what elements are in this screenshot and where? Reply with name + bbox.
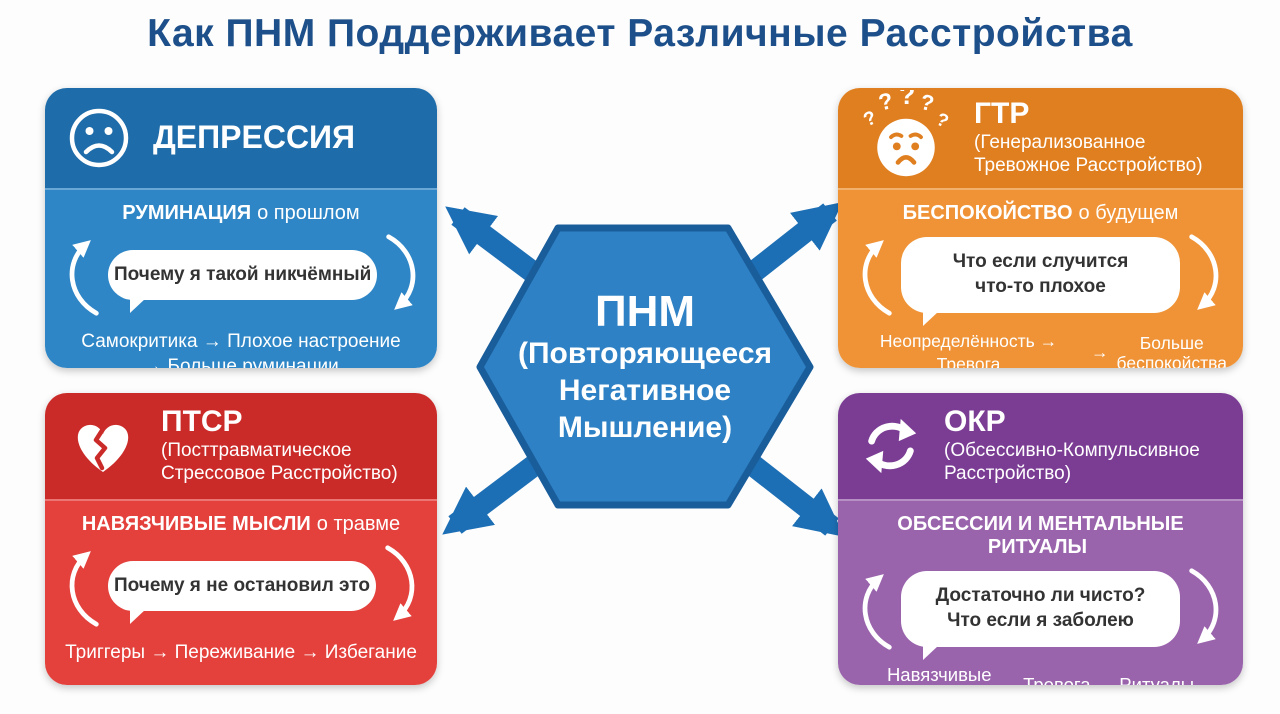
card-gad: ? ? ? ? ? ГТР (Генерализованное Тр	[838, 88, 1243, 368]
process-heading-rest: о будущем	[1078, 202, 1179, 224]
thought-bubble-row: Достаточно ли чисто? Что если я заболею	[854, 565, 1227, 661]
thought-text: Достаточно ли чисто?	[935, 585, 1146, 607]
cycle-chain-stack-line: Больше	[1139, 332, 1204, 353]
card-subtitle-line: (Посттравматическое	[161, 440, 352, 462]
cycle-chain-text: Неопределённость → Тревога	[879, 331, 1058, 368]
cycle-arrow-right-icon	[1189, 568, 1219, 644]
cycle-arrow-left-icon	[69, 551, 99, 627]
cycle-chain-stack: Навязчивые сомнения	[887, 664, 992, 685]
card-subtitle: (Обсессивно-Компульсивное Расстройство)	[944, 440, 1200, 486]
card-subtitle-line: Расстройство)	[944, 463, 1072, 485]
cycle-arrow-left-icon	[862, 574, 892, 650]
thought-bubble: Почему я не остановил это	[108, 560, 376, 624]
process-heading-bold: НАВЯЗЧИВЫЕ МЫСЛИ	[81, 513, 311, 535]
worried-face-icon: ? ? ? ? ?	[860, 90, 952, 182]
cycle-chain-stack: Больше беспокойства	[1117, 333, 1227, 368]
cycle-chain-text: → Тревога → Ритуалы	[999, 674, 1195, 685]
thought-text: что-то плохое	[975, 276, 1106, 297]
cycle-icon	[860, 415, 922, 477]
card-gad-heading: ГТР (Генерализованное Тревожное Расстрой…	[974, 98, 1203, 178]
svg-text:?: ?	[876, 90, 895, 116]
thought-bubble: Достаточно ли чисто? Что если я заболею	[901, 571, 1180, 661]
thought-bubble: Что если случится что-то плохое	[901, 237, 1180, 327]
cycle-chain: Неопределённость → Тревога → Больше бесп…	[854, 330, 1227, 368]
card-subtitle-line: Тревожное Расстройство)	[974, 155, 1203, 177]
card-title: ГТР	[974, 96, 1030, 130]
cycle-chain: Самокритика → Плохое настроение → Больше…	[61, 330, 421, 368]
hexagon-line: Негативное	[558, 373, 732, 407]
process-heading: ОБСЕССИИ И МЕНТАЛЬНЫЕ РИТУАЛЫ	[854, 513, 1227, 559]
cycle-chain: Навязчивые сомнения → Тревога → Ритуалы	[854, 664, 1227, 685]
hexagon-label: ПНМ (Повторяющееся Негативное Мышление)	[460, 287, 830, 446]
hexagon-line: Мышление)	[557, 410, 733, 444]
hexagon-shape	[476, 224, 814, 509]
card-subtitle-line: Стрессовое Расстройство)	[161, 463, 398, 485]
svg-text:?: ?	[918, 90, 936, 116]
cycle-arrow-right-icon	[1189, 234, 1219, 310]
cycle-chain-line: → Больше руминации	[143, 355, 339, 368]
card-subtitle: (Генерализованное Тревожное Расстройство…	[974, 132, 1203, 178]
cycle-chain: Триггеры → Переживание → Избегание	[61, 641, 421, 666]
card-title: ДЕПРЕССИЯ	[153, 119, 356, 156]
card-ocd-heading: ОКР (Обсессивно-Компульсивное Расстройст…	[944, 406, 1200, 486]
thought-text: Что если случится	[952, 251, 1129, 273]
cycle-arrow-left-icon	[862, 240, 892, 316]
svg-text:?: ?	[860, 107, 880, 132]
cycle-arrow-right-icon	[386, 234, 416, 310]
card-subtitle-line: (Генерализованное	[974, 132, 1146, 154]
cycle-chain-stack-line: беспокойства	[1116, 352, 1227, 368]
thought-bubble-row: Почему я не остановил это	[61, 542, 421, 630]
card-subtitle: (Посттравматическое Стрессовое Расстройс…	[161, 440, 398, 486]
thought-bubble: Почему я такой никчёмный	[108, 249, 378, 313]
thought-text: Что если я заболею	[947, 610, 1134, 631]
process-heading-bold: РУМИНАЦИЯ	[122, 202, 252, 224]
page-title: Как ПНМ Поддерживает Различные Расстройс…	[147, 12, 1133, 55]
card-ocd-body: ОБСЕССИИ И МЕНТАЛЬНЫЕ РИТУАЛЫ Достаточно…	[838, 499, 1243, 685]
hexagon-line: (Повторяющееся	[517, 337, 773, 371]
card-ptsd-header: ПТСР (Посттравматическое Стрессовое Расс…	[45, 393, 437, 499]
thought-bubble-row: Что если случится что-то плохое	[854, 231, 1227, 327]
process-heading-rest: о травме	[316, 513, 401, 535]
card-gad-header: ? ? ? ? ? ГТР (Генерализованное Тр	[838, 88, 1243, 188]
card-subtitle-line: (Обсессивно-Компульсивное	[944, 440, 1200, 462]
thought-bubble-row: Почему я такой никчёмный	[61, 231, 421, 319]
svg-text:?: ?	[899, 90, 915, 110]
hexagon-and-arrows-diagram	[442, 202, 845, 537]
card-title: ОКР	[944, 404, 1006, 438]
card-ptsd: ПТСР (Посттравматическое Стрессовое Расс…	[45, 393, 437, 685]
thought-text: Почему я такой никчёмный	[114, 263, 372, 285]
card-depression-heading: ДЕПРЕССИЯ	[153, 121, 355, 155]
cycle-arrow-left-icon	[69, 240, 99, 316]
process-heading-bold: БЕСПОКОЙСТВО	[902, 202, 1073, 224]
cycle-arrow-right-icon	[385, 545, 415, 621]
process-heading-bold: ОБСЕССИИ И МЕНТАЛЬНЫЕ РИТУАЛЫ	[897, 513, 1184, 558]
card-ptsd-heading: ПТСР (Посттравматическое Стрессовое Расс…	[161, 406, 398, 486]
card-ocd: ОКР (Обсессивно-Компульсивное Расстройст…	[838, 393, 1243, 685]
card-ocd-header: ОКР (Обсессивно-Компульсивное Расстройст…	[838, 393, 1243, 499]
cycle-chain-arrow: →	[1091, 342, 1109, 363]
card-depression-header: ДЕПРЕССИЯ	[45, 88, 437, 188]
sad-face-icon	[67, 106, 131, 170]
broken-heart-icon	[67, 413, 139, 479]
process-heading-rest: о прошлом	[257, 202, 360, 224]
cycle-chain-line: Самокритика → Плохое настроение	[81, 331, 401, 352]
cycle-chain-stack-line: Навязчивые	[886, 664, 992, 685]
card-title: ПТСР	[161, 404, 243, 438]
thought-text: Почему я не остановил это	[114, 574, 370, 596]
cycle-chain-line: Триггеры → Переживание → Избегание	[65, 642, 417, 663]
svg-text:?: ?	[933, 108, 952, 132]
hexagon-abbr: ПНМ	[594, 287, 696, 336]
